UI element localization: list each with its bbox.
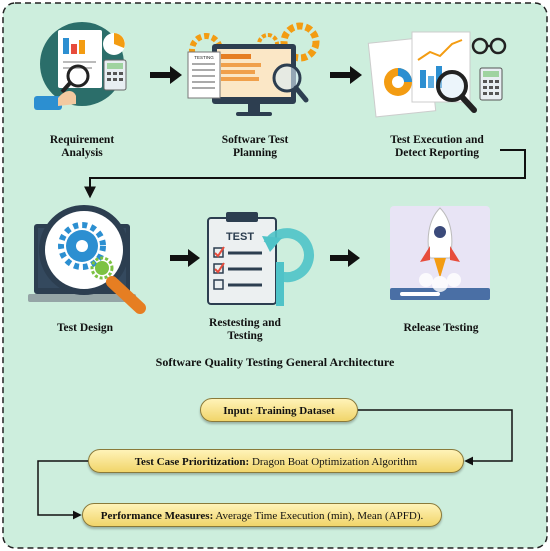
connector-input-prioritization bbox=[358, 409, 513, 466]
test-execution-icon bbox=[367, 31, 507, 118]
performance-box: Performance Measures: Average Time Execu… bbox=[82, 503, 442, 527]
clipboard-heading: TEST bbox=[226, 231, 254, 243]
step-5-line-1: Restesting and bbox=[209, 317, 281, 329]
retesting-icon: TEST bbox=[207, 212, 314, 306]
step-label-software-test-planning: Software Test Planning bbox=[190, 134, 320, 160]
arrow-1-2 bbox=[150, 66, 182, 84]
software-test-planning-icon: TESTING bbox=[187, 22, 320, 116]
prioritization-box: Test Case Prioritization: Dragon Boat Op… bbox=[88, 449, 464, 473]
prioritization-text: Dragon Boat Optimization Algorithm bbox=[249, 456, 418, 468]
connector-3-4 bbox=[84, 149, 526, 199]
step-label-test-execution: Test Execution and Detect Reporting bbox=[372, 134, 502, 160]
requirement-analysis-icon bbox=[34, 22, 127, 110]
step-4-line-1: Test Design bbox=[56, 322, 114, 334]
plan-sheet-heading: TESTING bbox=[194, 55, 214, 60]
diagram-title: Software Quality Testing General Archite… bbox=[155, 355, 395, 369]
step-3-line-2: Detect Reporting bbox=[395, 147, 479, 159]
prioritization-label: Test Case Prioritization: bbox=[134, 456, 250, 468]
step-1-line-1: Requirement bbox=[49, 134, 115, 146]
step-2-line-2: Planning bbox=[232, 147, 278, 159]
input-box: Input: Training Dataset bbox=[200, 398, 358, 422]
connector-prioritization-measures bbox=[37, 460, 88, 520]
step-3-line-1: Test Execution and bbox=[390, 134, 484, 146]
step-6-line-1: Release Testing bbox=[403, 322, 479, 334]
performance-label: Performance Measures: bbox=[100, 510, 214, 522]
test-design-icon bbox=[28, 205, 146, 314]
step-1-line-2: Analysis bbox=[61, 147, 103, 159]
input-label: Input: bbox=[223, 405, 254, 417]
release-rocket-icon bbox=[390, 206, 490, 300]
step-label-test-design: Test Design bbox=[20, 322, 150, 335]
step-label-requirement-analysis: Requirement Analysis bbox=[17, 134, 147, 160]
input-text: Training Dataset bbox=[253, 405, 335, 417]
step-label-release-testing: Release Testing bbox=[376, 322, 506, 335]
arrow-4-5 bbox=[170, 249, 200, 267]
step-2-line-1: Software Test bbox=[221, 134, 289, 146]
arrow-2-3 bbox=[330, 66, 362, 84]
performance-text: Average Time Execution (min), Mean (APFD… bbox=[213, 510, 424, 522]
arrow-5-6 bbox=[330, 249, 360, 267]
step-5-line-2: Testing bbox=[227, 330, 263, 342]
step-label-retesting: Restesting and Testing bbox=[180, 317, 310, 343]
